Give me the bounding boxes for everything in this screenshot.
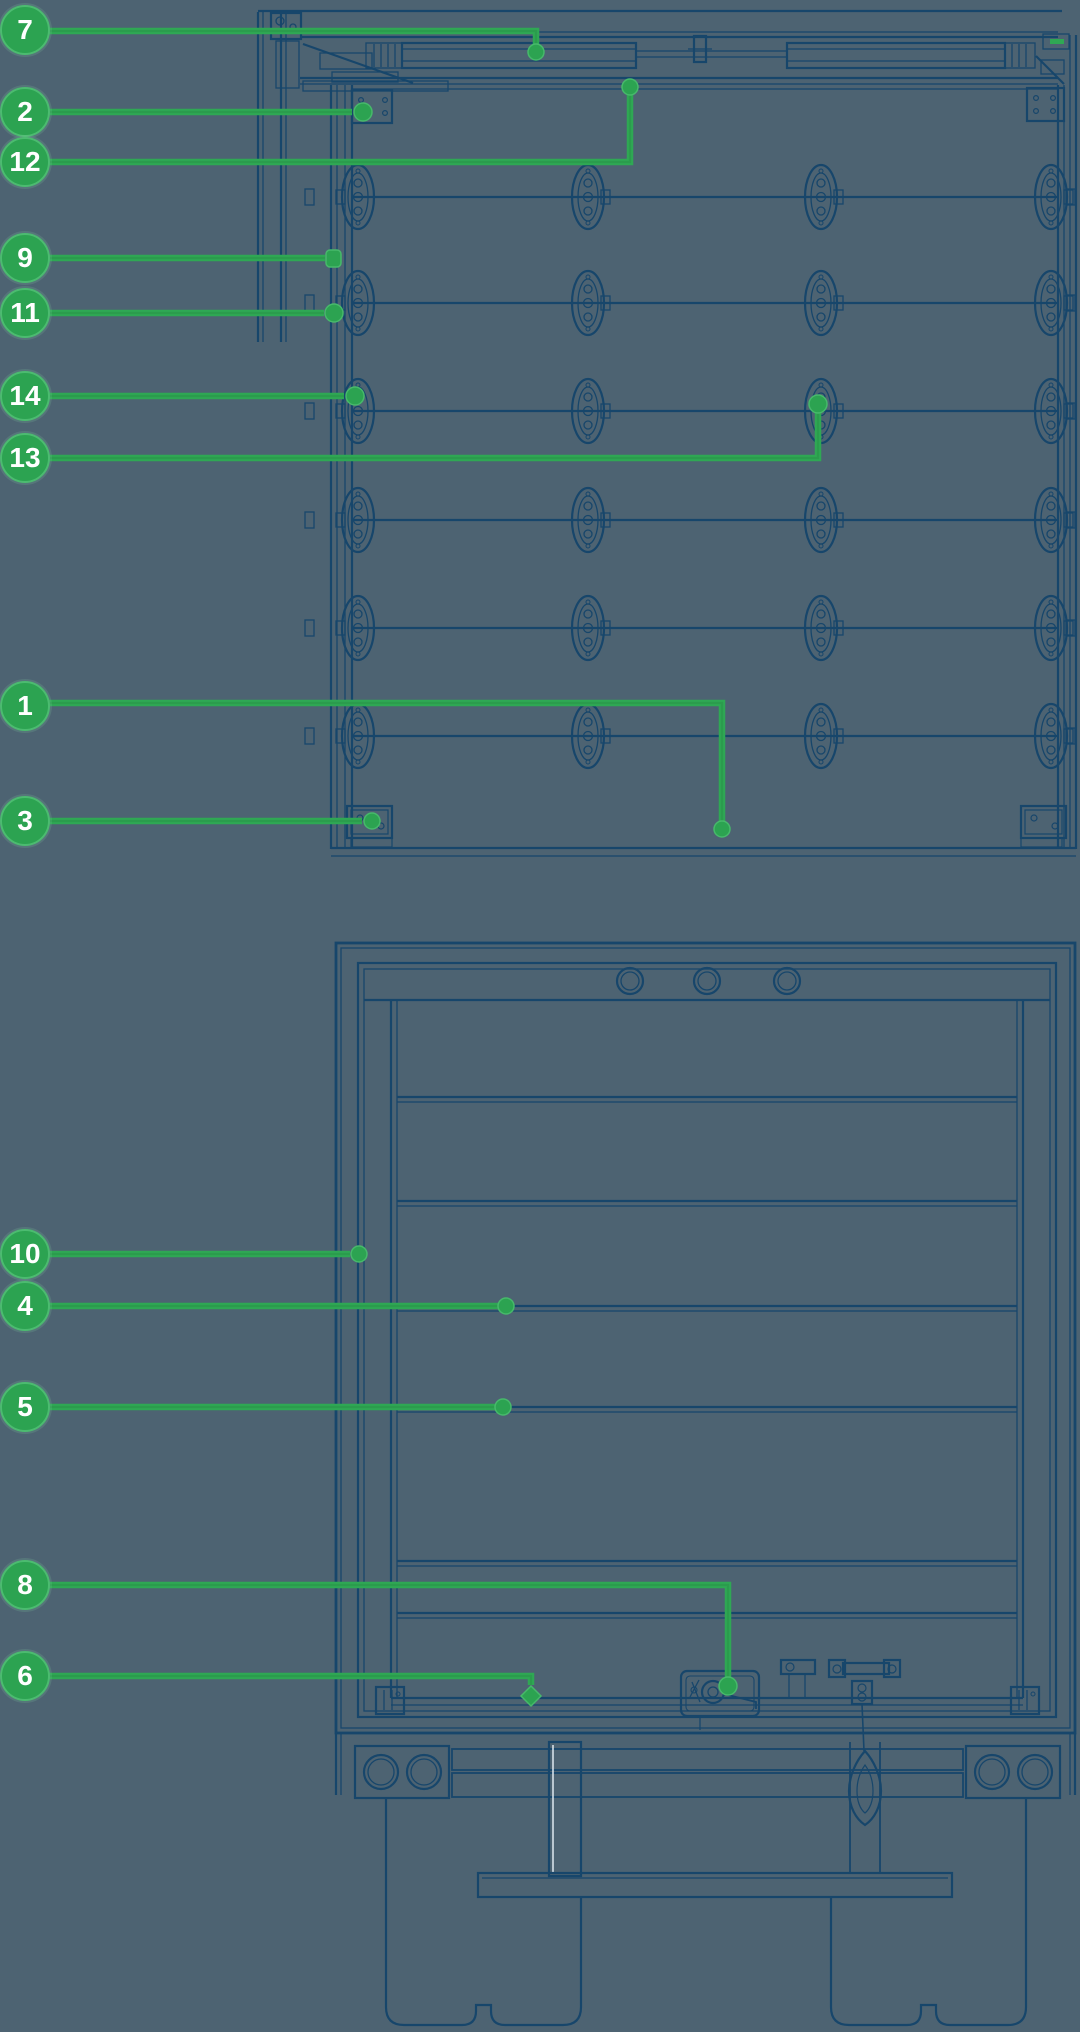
top-right-bearing-plate [1025,86,1066,123]
panel-seams [352,195,1058,738]
torsion-spring-assembly [365,33,1070,85]
bottom-view-door-exterior [334,941,1077,2027]
left-spring-tube [400,41,638,70]
rear-bumper [476,1871,954,1899]
leader-line-3 [46,812,381,830]
cross-member-lower [451,1772,964,1798]
rear-door-seams [397,1095,1017,1619]
callout-11[interactable]: 11 [0,288,50,338]
callout-7[interactable]: 7 [0,5,50,55]
right-mud-flaps [829,1798,1028,2027]
leader-line-9 [46,249,342,268]
bottom-right-roller-bracket [1019,804,1068,848]
body-outline [334,941,1077,1735]
leader-line-1 [46,699,731,838]
callout-10[interactable]: 10 [0,1229,50,1279]
leader-lines [46,27,828,1708]
callout-9[interactable]: 9 [0,233,50,283]
door-bottom-right-hinge [1009,1685,1041,1716]
callout-2[interactable]: 2 [0,87,50,137]
leader-line-7 [46,27,545,61]
callout-4[interactable]: 4 [0,1281,50,1331]
bumper-post [547,1740,583,1878]
callout-8[interactable]: 8 [0,1560,50,1610]
top-rail-lamps [615,966,802,996]
callout-12[interactable]: 12 [0,137,50,187]
cross-member-upper [451,1748,964,1771]
callout-13[interactable]: 13 [0,433,50,483]
leader-line-14 [46,386,365,406]
leader-line-12 [46,78,639,166]
leader-line-4 [46,1297,515,1315]
track-splice-tabs [304,188,1076,745]
cable-loop [847,1703,883,1827]
leader-line-10 [46,1245,368,1263]
leader-line-13 [46,394,828,462]
hinge-grid [334,163,1075,770]
left-mud-flaps [384,1798,583,2027]
chassis [334,1703,1077,2027]
top-view-door-interior [256,9,1078,857]
lock-keeper [779,1658,817,1699]
right-spring-tube [785,41,1007,70]
spring-anchor-highlight [1050,39,1064,44]
callout-6[interactable]: 6 [0,1651,50,1701]
leader-line-2 [46,102,373,122]
callout-5[interactable]: 5 [0,1382,50,1432]
leader-line-5 [46,1398,512,1416]
callout-14[interactable]: 14 [0,371,50,421]
leader-line-6 [46,1672,543,1708]
door-bottom-left-hinge [374,1685,406,1716]
left-wheel-box [353,1744,451,1800]
top-left-corner-bracket [269,11,449,92]
leader-line-8 [46,1581,738,1696]
rear-frame [356,961,1058,1719]
leader-line-11 [46,303,344,323]
right-wheel-box [964,1744,1062,1800]
callout-1[interactable]: 1 [0,681,50,731]
cam-lock-assembly [679,1669,761,1730]
callout-3[interactable]: 3 [0,796,50,846]
